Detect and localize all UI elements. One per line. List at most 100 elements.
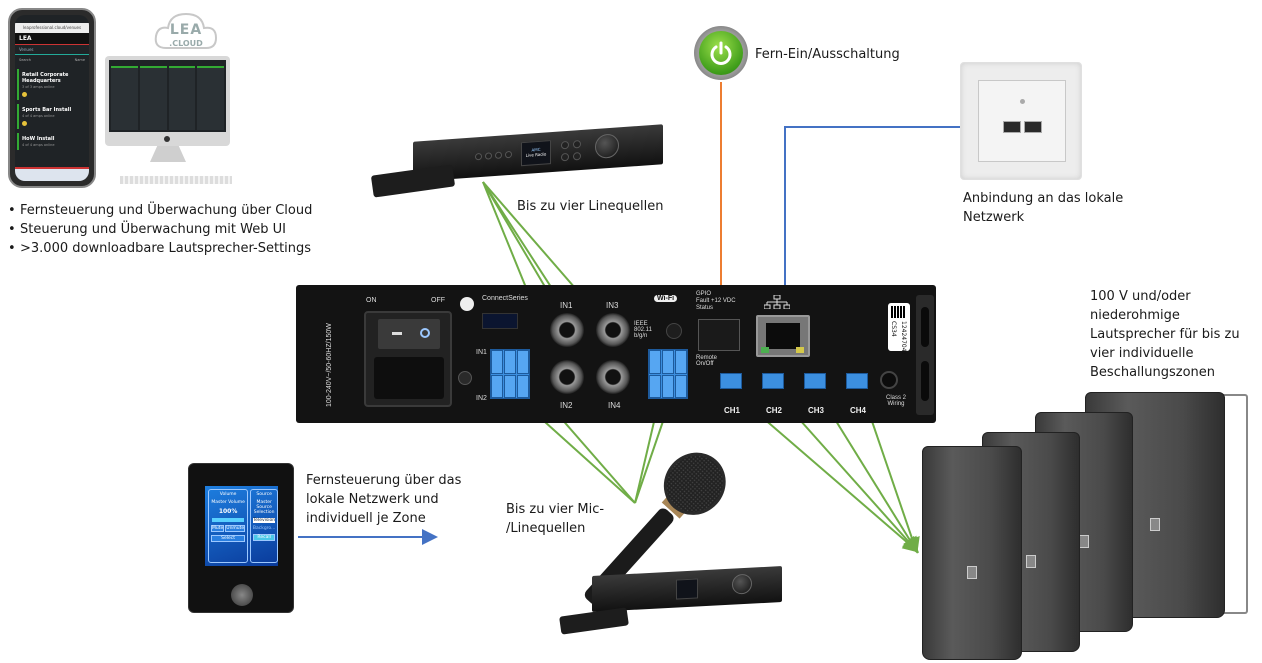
wifi-button[interactable] — [666, 323, 682, 339]
speaker-logo-icon — [1150, 518, 1160, 532]
wifi-spec: IEEE 802.11 b/g/n — [634, 321, 652, 339]
feature-item: >3.000 downloadbare Lautsprecher-Setting… — [8, 239, 312, 258]
imac-web-ui — [105, 56, 230, 146]
gpio-status: Status — [696, 305, 714, 311]
touch-panel-screen: Volume Master Volume 100% Mute Unmute Se… — [205, 486, 279, 566]
source-option-selected[interactable]: Television — [253, 518, 276, 523]
unmute-button[interactable]: Unmute — [225, 525, 246, 532]
streamer-display — [676, 578, 698, 600]
status-emoji-icon — [22, 121, 27, 126]
terminal-in2-label: IN2 — [476, 395, 487, 402]
speaker-logo-icon — [967, 565, 977, 579]
mic-label-line: Bis zu vier Mic- — [506, 502, 605, 517]
volume-column: Volume Master Volume 100% Mute Unmute Se… — [208, 489, 249, 563]
ground-screw — [458, 371, 472, 385]
remote-label-line: lokale Netzwerk und — [306, 492, 439, 507]
gpio-labels: GPIO Fault +12 VDC Status — [696, 291, 736, 312]
streamer-button — [485, 152, 492, 160]
remote-panel-label: Fernsteuerung über das lokale Netzwerk u… — [306, 471, 461, 528]
brand-logo-icon — [460, 297, 474, 311]
phone-search-input[interactable]: Search — [19, 58, 32, 62]
phone-tab-venues[interactable]: Venues — [15, 45, 89, 55]
power-switch[interactable] — [378, 319, 440, 349]
streamer-display: AMC Live Radio — [521, 140, 551, 167]
panel-rotary-knob[interactable] — [231, 584, 253, 606]
rj45-port — [1024, 121, 1042, 133]
web-ui-column — [139, 66, 167, 130]
source-option[interactable]: Backgro... — [252, 526, 276, 531]
terminal-block-in3-in4[interactable] — [648, 349, 688, 399]
jack-in1[interactable] — [550, 313, 584, 347]
web-ui-screen — [109, 60, 226, 132]
mute-button[interactable]: Mute — [211, 525, 225, 532]
streamer-button — [475, 152, 482, 161]
smartphone-cloud-app: leaprofessional.cloud/venues LEA Venues … — [8, 8, 96, 188]
mic-sources-label: Bis zu vier Mic- /Linequellen — [506, 500, 604, 538]
phone-brand: LEA — [19, 35, 32, 42]
terminal-block-in1-in2[interactable] — [490, 349, 530, 399]
speakers-label-line: 100 V und/oder — [1090, 289, 1191, 304]
remote-onoff-label: Remote On/Off — [696, 355, 718, 367]
venue-name: Retail Corporate Headquarters — [22, 72, 69, 84]
wall-touch-panel: Volume Master Volume 100% Mute Unmute Se… — [188, 463, 294, 613]
rack-slot — [921, 361, 929, 401]
streamer-button — [561, 140, 569, 150]
power-inlet — [364, 311, 452, 407]
power-button — [694, 26, 748, 80]
power-rating: 100-240V~/50-60HZ/150W — [326, 323, 333, 407]
remote-jack[interactable] — [880, 371, 898, 389]
venue-item[interactable]: HoW Install 4 of 4 amps online — [17, 133, 87, 150]
jack-in2[interactable] — [550, 360, 584, 394]
output-ch4-terminal[interactable] — [846, 373, 868, 389]
serial-sticker: 124247041 CS34 — [888, 303, 910, 355]
gpio-connector[interactable] — [698, 319, 740, 351]
jack-in4[interactable] — [596, 360, 630, 394]
socket-screw — [1020, 99, 1025, 104]
web-ui-column — [168, 66, 196, 130]
power-off-label: OFF — [431, 297, 445, 304]
venue-item[interactable]: Retail Corporate Headquarters 3 of 3 amp… — [17, 69, 87, 100]
jack-in3[interactable] — [596, 313, 630, 347]
speaker-logo-icon — [1026, 555, 1036, 569]
switch-on-mark — [392, 332, 402, 335]
phone-browser-toolbar — [15, 167, 89, 181]
rack-ear — [916, 295, 934, 415]
select-button[interactable]: Select — [211, 535, 246, 542]
mic-label-line: /Linequellen — [506, 521, 586, 536]
monitor-stand — [150, 146, 186, 162]
volume-knob — [595, 133, 619, 160]
volume-slider[interactable] — [212, 518, 245, 522]
remote-label-line: Fernsteuerung über das — [306, 473, 462, 488]
power-on-label: ON — [366, 297, 377, 304]
speaker-bracket — [1218, 394, 1248, 614]
output-ch3-terminal[interactable] — [804, 373, 826, 389]
line-sources-label: Bis zu vier Linequellen — [517, 199, 664, 214]
output-ch2-terminal[interactable] — [762, 373, 784, 389]
keyboard — [120, 176, 232, 184]
network-icon — [764, 295, 790, 309]
jack-in4-label: IN4 — [608, 401, 621, 410]
speakers-label: 100 V und/oder niederohmige Lautsprecher… — [1090, 287, 1240, 382]
venue-item[interactable]: Sports Bar Install 4 of 4 amps online — [17, 104, 87, 129]
phone-screen: leaprofessional.cloud/venues LEA Venues … — [15, 15, 89, 181]
source-column: Source Master Source Selection Televisio… — [250, 489, 279, 563]
ethernet-port[interactable] — [756, 315, 810, 357]
output-ch1-terminal[interactable] — [720, 373, 742, 389]
venue-status: 3 of 3 amps online — [22, 85, 55, 89]
web-ui-column — [197, 66, 224, 130]
speakers-label-line: Lautsprecher für bis zu — [1090, 327, 1240, 342]
activity-led — [796, 347, 804, 353]
phone-sort-select[interactable]: Name — [74, 58, 85, 62]
series-label: ConnectSeries — [482, 295, 528, 302]
cloud-icon — [154, 12, 218, 49]
remote-control-top — [370, 164, 456, 198]
volume-knob — [732, 573, 752, 595]
speaker-zone-1 — [922, 446, 1022, 660]
ch1-label: CH1 — [724, 406, 741, 415]
network-wall-socket — [960, 62, 1082, 180]
network-label-line: Anbindung an das lokale — [963, 191, 1124, 206]
model-number: CS34 — [890, 321, 897, 337]
venue-name: Sports Bar Install — [22, 107, 72, 113]
power-button-face — [699, 31, 743, 75]
recall-button[interactable]: Recall — [253, 534, 276, 541]
